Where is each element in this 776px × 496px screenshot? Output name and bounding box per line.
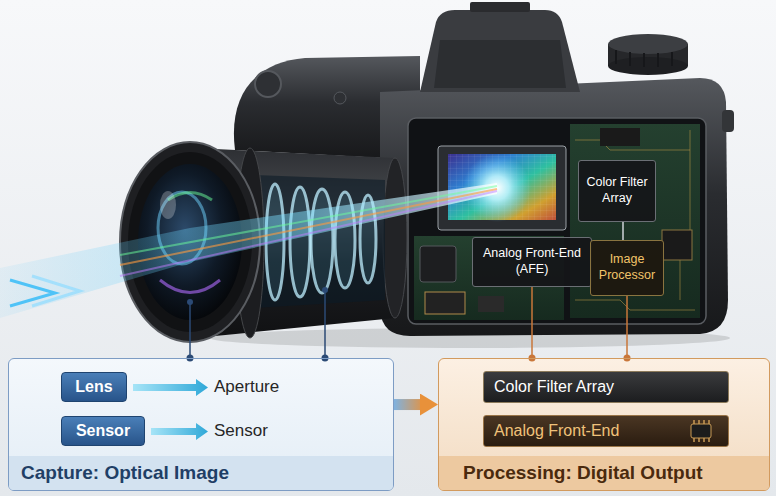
chip-pin [708, 420, 710, 424]
output-bar: Color Filter Array [483, 371, 729, 403]
viewfinder-prism [420, 10, 580, 92]
connector [626, 296, 628, 358]
chip-pin [693, 420, 695, 424]
box-label: Sensor [76, 422, 130, 440]
panel-heading: Capture: Optical Image [9, 456, 393, 490]
box-label: Analog Front-End [494, 422, 619, 440]
output-bar: Analog Front-End [483, 415, 729, 447]
mode-dial [608, 57, 688, 75]
cutaway-interior [408, 118, 706, 324]
lens-ring [383, 158, 407, 318]
chip-pin [703, 420, 705, 424]
flow-arrow [133, 379, 208, 396]
mode-dial [608, 34, 688, 54]
board-component [478, 296, 504, 312]
dial-ridge [615, 50, 617, 64]
box-label: Analog Front-End (AFE) [477, 246, 587, 277]
chip-pin [693, 438, 695, 442]
box-label: Lens [75, 378, 112, 396]
hot-shoe [470, 2, 530, 12]
part-label: Sensor [214, 421, 268, 441]
light-chevron [32, 276, 80, 306]
lens-element [311, 189, 333, 293]
stage-panel: Capture: Optical Image LensSensor [8, 358, 394, 491]
leader-line [189, 302, 191, 356]
chip-pin [698, 438, 700, 442]
lens-highlight [160, 191, 176, 219]
connector [394, 399, 426, 410]
dial-ridge [671, 52, 673, 66]
panel-fill [438, 358, 770, 491]
flow-arrow [151, 423, 208, 440]
strap-lug [722, 110, 734, 132]
dial-ridge [643, 53, 645, 67]
prism-face [434, 40, 566, 88]
circuit-board [570, 124, 700, 318]
board-component [425, 292, 465, 314]
chip-pin [698, 420, 700, 424]
leader-dot [322, 287, 328, 293]
processor-box: Image Processor [590, 240, 664, 296]
lens-reflection [160, 280, 220, 293]
dial-ridge [629, 52, 631, 66]
chip-pin [703, 438, 705, 442]
circuit-trace [575, 300, 695, 310]
light-ray [120, 191, 497, 276]
component-box: Color Filter Array [578, 160, 656, 222]
panel-fill [8, 358, 394, 491]
board-component [600, 128, 640, 146]
chip-body [691, 424, 711, 438]
part-label: Aperture [214, 377, 279, 397]
camera-button [334, 92, 346, 104]
box-label: Image Processor [595, 252, 659, 283]
lens-element [290, 187, 310, 297]
light-beam [0, 183, 497, 318]
stage-box: Lens [61, 372, 127, 402]
connector [622, 222, 624, 240]
chip-pin [708, 438, 710, 442]
dial-ridge [657, 53, 659, 67]
box-label: Color Filter Array [494, 378, 614, 396]
sensor-frame [438, 146, 566, 230]
circuit-trace [680, 130, 690, 300]
light-ray [120, 189, 497, 265]
shutter-button [255, 71, 281, 97]
board-component [662, 230, 692, 260]
box-label: Color Filter Array [583, 175, 651, 206]
mount-mechanism [420, 246, 456, 282]
stage-box: Sensor [61, 416, 145, 446]
leader-line [324, 290, 326, 356]
stage-panel: Processing: Digital Output Color Filter A… [438, 358, 770, 491]
connector [531, 287, 533, 358]
leader-dot [187, 299, 193, 305]
component-box: Analog Front-End (AFE) [472, 237, 592, 287]
chip-icon [684, 420, 718, 442]
panel-heading: Processing: Digital Output [439, 456, 769, 490]
light-ray [120, 186, 497, 255]
